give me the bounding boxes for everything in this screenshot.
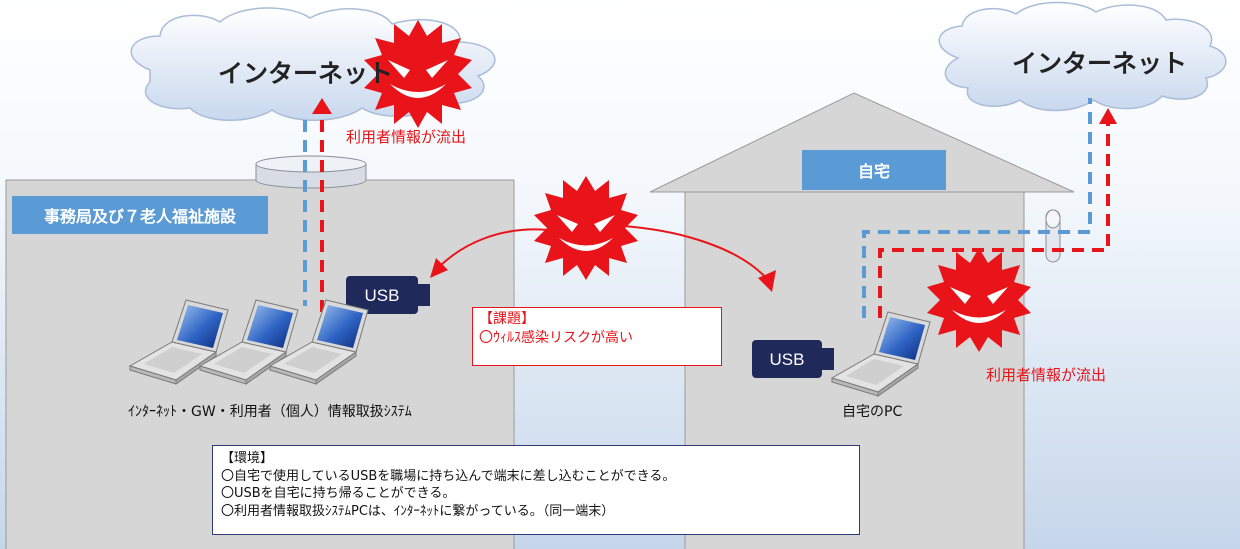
infection-arrowhead-left bbox=[430, 258, 448, 278]
internet-label-right: インターネット bbox=[1012, 49, 1188, 78]
issue-box: 【課題】 〇ｳｨﾙｽ感染リスクが高い bbox=[472, 307, 722, 366]
environment-line-2: 〇USBを自宅に持ち帰ることができる。 bbox=[221, 486, 456, 501]
leak-label-left: 利用者情報が流出 bbox=[346, 128, 467, 146]
leak-line-right bbox=[878, 122, 1110, 318]
infection-arrow-left bbox=[437, 228, 549, 269]
facility-label: 事務局及び７老人福祉施設 bbox=[12, 196, 268, 234]
network-device-left bbox=[255, 155, 367, 189]
virus-icon-home bbox=[927, 248, 1031, 352]
environment-title: 【環境】 bbox=[221, 451, 274, 466]
cloud-right bbox=[938, 1, 1227, 112]
usb-label-left: USB bbox=[365, 286, 400, 305]
usb-label-right: USB bbox=[770, 350, 805, 369]
environment-line-1: 〇自宅で使用しているUSBを職場に持ち込んで端末に差し込むことができる。 bbox=[221, 468, 676, 484]
infection-arrow-right bbox=[621, 225, 769, 281]
usb-icon-right: USB bbox=[752, 340, 834, 378]
environment-box: 【環境】 〇自宅で使用しているUSBを職場に持ち込んで端末に差し込むことができる… bbox=[212, 445, 860, 535]
issue-title: 【課題】 bbox=[479, 311, 535, 327]
usb-icon-left: USB bbox=[346, 276, 430, 314]
virus-icon-center bbox=[534, 176, 638, 280]
virus-icon-internet bbox=[364, 20, 472, 128]
network-device-right bbox=[1045, 209, 1061, 263]
environment-line-3: 〇利用者情報取扱ｼｽﾃﾑPCは、ｲﾝﾀｰﾈｯﾄに繋がっている。（同一端末） bbox=[221, 503, 615, 519]
leak-arrowhead-right bbox=[1099, 108, 1117, 124]
leak-arrowhead-left bbox=[312, 98, 332, 114]
leak-label-right: 利用者情報が流出 bbox=[986, 366, 1107, 384]
home-pc-caption: 自宅のPC bbox=[842, 404, 903, 420]
network-line-right bbox=[862, 98, 1092, 318]
home-roof bbox=[649, 92, 1075, 193]
home-label: 自宅 bbox=[802, 150, 946, 190]
infection-arrowhead-right bbox=[758, 270, 776, 292]
internet-label-left: インターネット bbox=[218, 59, 394, 88]
office-pcs-caption: ｲﾝﾀｰﾈｯﾄ・GW・利用者（個人）情報取扱ｼｽﾃﾑ bbox=[128, 404, 412, 420]
issue-line: 〇ｳｨﾙｽ感染リスクが高い bbox=[479, 330, 633, 346]
